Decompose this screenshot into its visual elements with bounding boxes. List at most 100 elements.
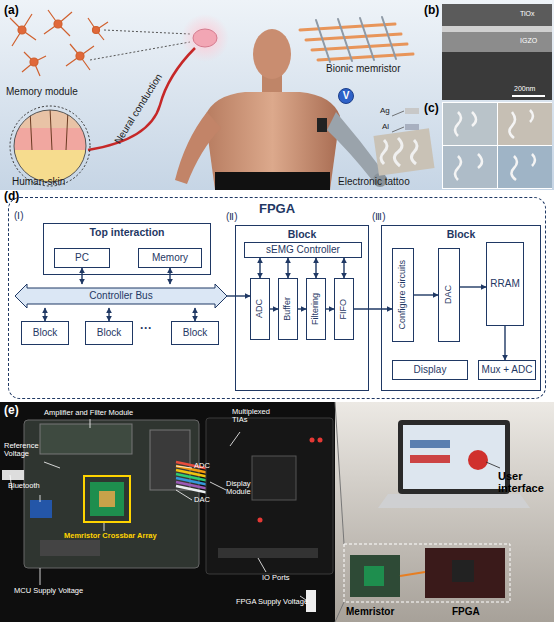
tem-image bbox=[442, 4, 552, 100]
skin-section bbox=[10, 106, 90, 186]
skin-section bbox=[10, 106, 90, 186]
skin-section bbox=[30, 108, 68, 150]
block-box: BlocksEMG ControllerADCBufferFilteringFI… bbox=[235, 225, 369, 391]
leader-lines bbox=[90, 419, 91, 428]
setup-photo bbox=[468, 450, 488, 470]
rram-box: RRAM bbox=[486, 242, 524, 326]
device-label: FPGA bbox=[452, 606, 480, 617]
fpga-board bbox=[310, 438, 315, 443]
tattoo-photos bbox=[498, 146, 552, 188]
voltage-circle: V bbox=[338, 88, 354, 104]
setup-photo bbox=[410, 455, 450, 463]
neuron-cluster bbox=[93, 27, 100, 34]
node-text: Display bbox=[414, 365, 447, 376]
nerve-line bbox=[88, 48, 195, 150]
layer-label: IGZO bbox=[520, 37, 537, 45]
human-figure bbox=[215, 172, 330, 190]
human-figure bbox=[175, 29, 387, 190]
process-box: Mux + ADC bbox=[478, 360, 536, 380]
memristor-board bbox=[2, 420, 199, 568]
tem-image bbox=[442, 4, 552, 26]
panel-letter: (a) bbox=[4, 4, 19, 17]
fpga-board bbox=[206, 418, 333, 612]
human-figure bbox=[327, 112, 382, 180]
panel-d-background bbox=[0, 190, 554, 402]
panel-a-background bbox=[0, 0, 554, 190]
fpga-board bbox=[258, 518, 263, 523]
neuron-cluster bbox=[54, 20, 62, 28]
ellipsis: ··· bbox=[140, 322, 152, 335]
block-number: (Ⅱ) bbox=[226, 211, 238, 222]
connector bbox=[270, 308, 278, 309]
connector bbox=[343, 258, 344, 278]
skin-section bbox=[14, 128, 86, 150]
connector bbox=[108, 308, 109, 321]
connector bbox=[504, 326, 505, 360]
leader-lines bbox=[176, 490, 192, 500]
scale-bar-label: 200nm bbox=[514, 85, 535, 93]
memristor-board bbox=[150, 430, 190, 490]
fpga-board bbox=[218, 548, 318, 558]
node-text: Block bbox=[97, 328, 121, 339]
leader-lines bbox=[104, 523, 105, 531]
connector bbox=[227, 295, 250, 296]
setup-photo bbox=[364, 566, 384, 586]
human-figure bbox=[175, 112, 221, 184]
memristor-board bbox=[90, 482, 124, 516]
component-label: Amplifier and Filter Module bbox=[44, 409, 133, 417]
process-box: Display bbox=[392, 360, 468, 380]
node-text: DAC bbox=[444, 285, 453, 304]
part-label: Bionic memristor bbox=[326, 63, 400, 74]
block-number: (Ⅰ) bbox=[14, 210, 24, 221]
process-box: DAC bbox=[438, 248, 460, 342]
node-heading: Block bbox=[236, 228, 368, 240]
connector bbox=[354, 308, 392, 309]
human-figure bbox=[253, 29, 291, 79]
tattoo-photos bbox=[443, 103, 497, 145]
tattoo-photos bbox=[498, 103, 552, 145]
tem-image bbox=[512, 95, 545, 97]
node-text: Configure circuits bbox=[398, 260, 407, 330]
leader-lines bbox=[258, 558, 266, 572]
human-figure bbox=[205, 92, 340, 190]
crossbar-array bbox=[300, 24, 413, 60]
connector bbox=[326, 308, 334, 309]
connector bbox=[81, 268, 82, 284]
setup-photo bbox=[398, 420, 510, 494]
node-text: Memory bbox=[152, 253, 188, 264]
skin-section bbox=[14, 108, 86, 182]
component-label: Multiplexed TIAs bbox=[232, 408, 280, 425]
voltage-circle-shape bbox=[339, 89, 354, 104]
node-text: Controller Bus bbox=[89, 291, 152, 302]
bus-arrow: Controller Bus bbox=[15, 284, 227, 308]
process-box: PC bbox=[54, 248, 110, 268]
node-text: sEMG Controller bbox=[266, 245, 340, 256]
memristor-board bbox=[30, 500, 52, 518]
node-text: V bbox=[343, 91, 350, 102]
part-label: Electronic tattoo bbox=[338, 176, 410, 187]
neuron-cluster bbox=[76, 52, 84, 60]
node-text: Block bbox=[183, 328, 207, 339]
setup-photo bbox=[425, 548, 505, 598]
part-label: Human-skin bbox=[12, 176, 65, 187]
leader-lines bbox=[10, 419, 306, 600]
connector bbox=[315, 258, 316, 278]
tem-image bbox=[442, 4, 552, 100]
panel-letter: (d) bbox=[4, 190, 19, 203]
tattoo-photos bbox=[442, 102, 552, 189]
material-label: Ag bbox=[380, 107, 390, 116]
memristor-board bbox=[84, 476, 130, 522]
dotted-link bbox=[104, 30, 190, 34]
setup-photo bbox=[486, 462, 500, 468]
interaction-box: Top interactionPCMemory bbox=[43, 223, 211, 275]
bus-arrow-shape bbox=[15, 284, 227, 308]
fpga-board bbox=[252, 456, 296, 500]
connector bbox=[169, 268, 170, 284]
part-label: Neural conduction bbox=[112, 72, 164, 146]
panel-letter: (c) bbox=[424, 102, 439, 115]
fpga-board bbox=[206, 418, 333, 574]
neuron-cluster bbox=[30, 58, 38, 66]
neuron-cluster bbox=[10, 14, 36, 46]
